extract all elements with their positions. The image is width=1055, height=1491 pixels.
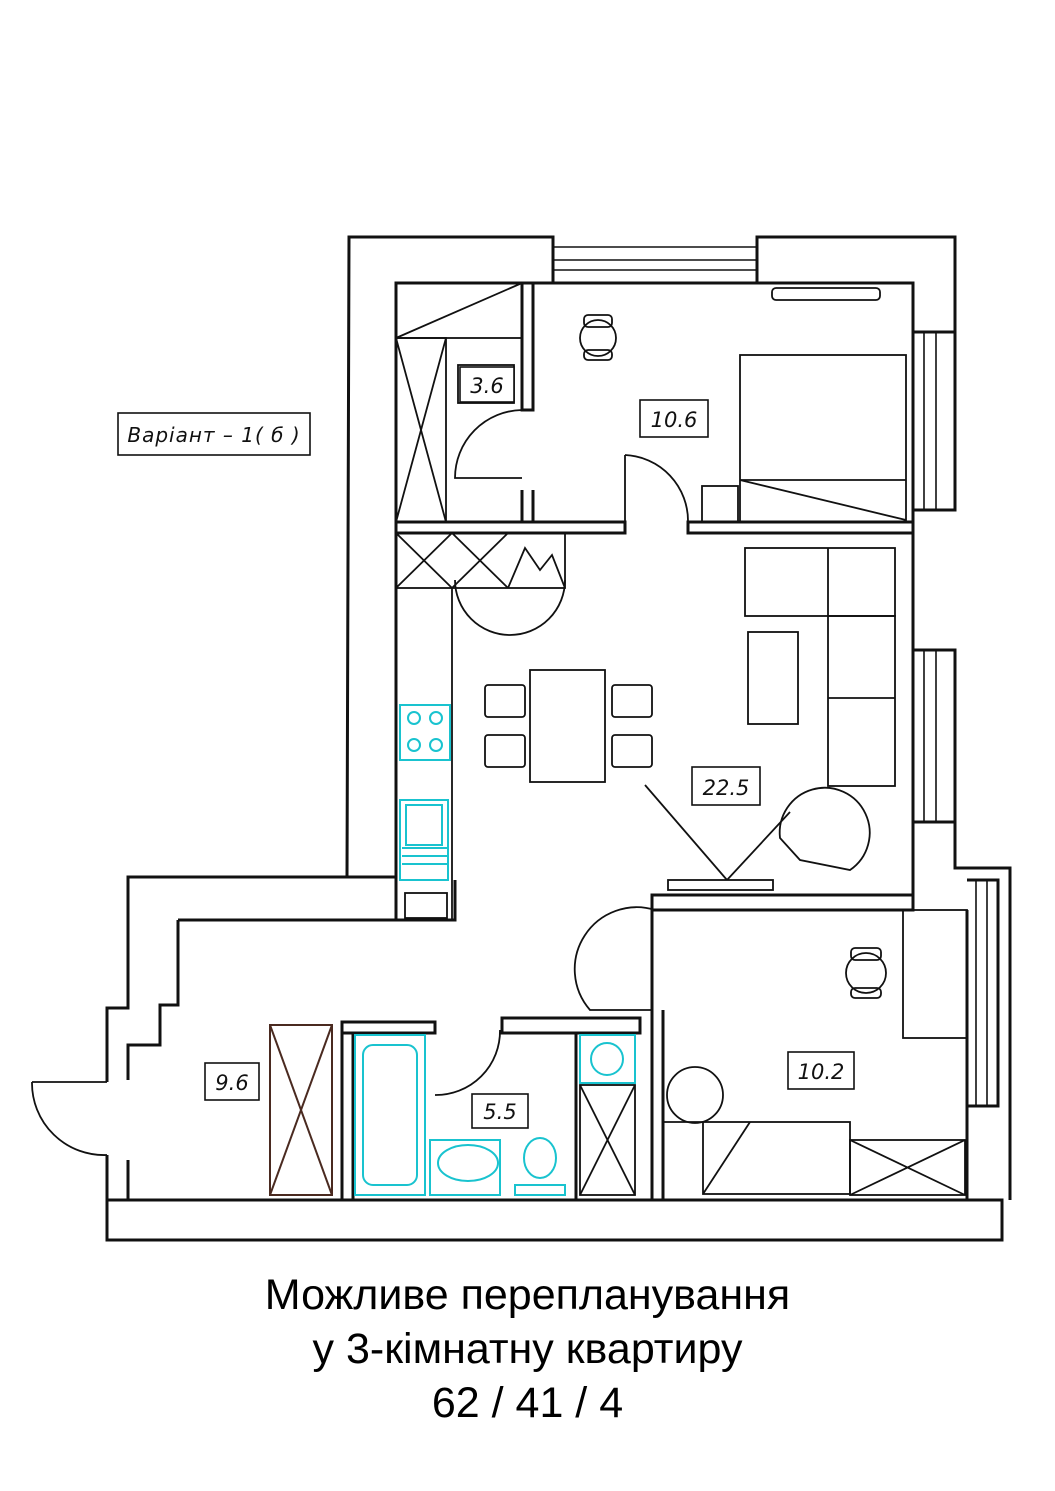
hall-wardrobe <box>269 1024 333 1196</box>
variant-label: Варіант – 1( б ) <box>127 423 300 447</box>
dining-set <box>484 669 653 783</box>
storage-wardrobes <box>395 282 523 523</box>
area-bedroom: 10.6 <box>651 408 698 432</box>
area-bathroom: 5.5 <box>483 1100 516 1124</box>
caption-line-3: 62 / 41 / 4 <box>431 1379 624 1427</box>
bedroom-furniture <box>579 287 907 523</box>
window-frames <box>553 246 988 1106</box>
kitchen-appliances <box>399 704 451 881</box>
living-furniture <box>644 547 896 891</box>
bathroom-fixtures <box>354 1034 636 1196</box>
plan-caption: Можливе перепланування у 3-кімнатну квар… <box>0 1268 1055 1430</box>
walls <box>105 235 1012 1242</box>
area-labels: 3.6 10.6 22.5 9.6 5.5 10.2 <box>204 366 855 1129</box>
bedroom-2-furniture <box>663 909 968 1196</box>
bathroom-cabinet <box>579 1084 636 1196</box>
area-bedroom-2: 10.2 <box>798 1060 845 1084</box>
variant-box: Варіант – 1( б ) <box>117 412 311 456</box>
area-storage: 3.6 <box>470 374 503 398</box>
caption-line-1: Можливе перепланування <box>264 1271 791 1319</box>
doors <box>31 409 689 1156</box>
area-living-kitchen: 22.5 <box>703 776 750 800</box>
kitchen-cabinets <box>395 532 566 920</box>
area-hall: 9.6 <box>215 1071 248 1095</box>
caption-line-2: у 3-кімнатну квартиру <box>312 1325 743 1373</box>
